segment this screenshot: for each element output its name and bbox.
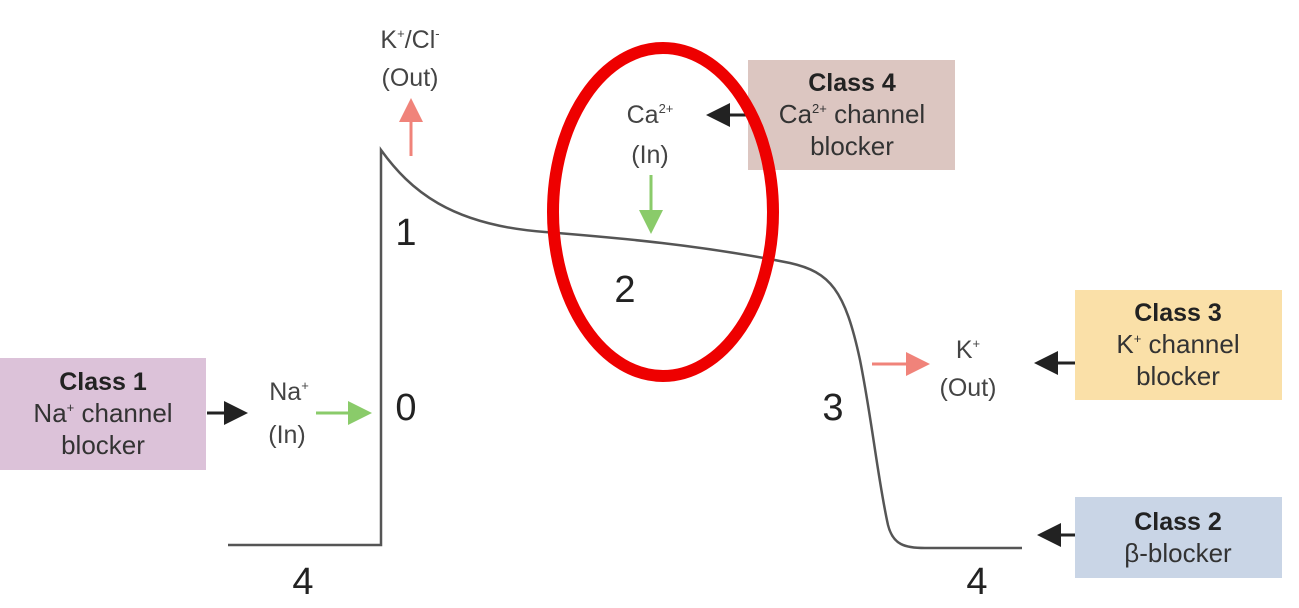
action-potential-curve <box>228 146 1022 550</box>
class-1-box: Class 1 Na+ channel blocker <box>0 358 206 470</box>
svg-text:Na+ channel: Na+ channel <box>33 398 172 428</box>
class-3-box: Class 3 K+ channel blocker <box>1075 290 1282 400</box>
ca-in-direction: (In) <box>631 141 669 169</box>
phase-4-right-label: 4 <box>966 561 987 603</box>
phase-4-left-label: 4 <box>292 561 313 603</box>
k-out-label: K+ <box>956 336 980 364</box>
svg-text:blocker: blocker <box>1136 361 1220 391</box>
phase-2-highlight-ellipse <box>547 42 779 382</box>
svg-text:Class 3: Class 3 <box>1134 299 1222 327</box>
svg-text:K+ channel: K+ channel <box>1116 329 1239 359</box>
svg-text:Class 1: Class 1 <box>59 368 147 396</box>
class-2-box: Class 2 β-blocker <box>1075 497 1282 578</box>
phase-0-label: 0 <box>395 387 416 429</box>
svg-text:blocker: blocker <box>810 131 894 161</box>
k-cl-out-direction: (Out) <box>382 64 439 92</box>
ca-in-label: Ca2+ <box>627 101 674 129</box>
phase-2-label: 2 <box>614 269 635 311</box>
svg-text:Class 2: Class 2 <box>1134 508 1222 536</box>
k-out-direction: (Out) <box>940 374 997 402</box>
svg-text:β-blocker: β-blocker <box>1124 538 1232 568</box>
phase-3-label: 3 <box>822 387 843 429</box>
na-in-direction: (In) <box>268 421 306 449</box>
svg-text:blocker: blocker <box>61 430 145 460</box>
class-4-box: Class 4 Ca2+ channel blocker <box>748 60 955 170</box>
phase-1-label: 1 <box>395 212 416 254</box>
svg-text:Ca2+ channel: Ca2+ channel <box>779 99 925 129</box>
svg-text:Class 4: Class 4 <box>808 69 896 97</box>
k-cl-out-label: K+/Cl- <box>380 26 439 54</box>
na-in-label: Na+ <box>269 378 309 406</box>
